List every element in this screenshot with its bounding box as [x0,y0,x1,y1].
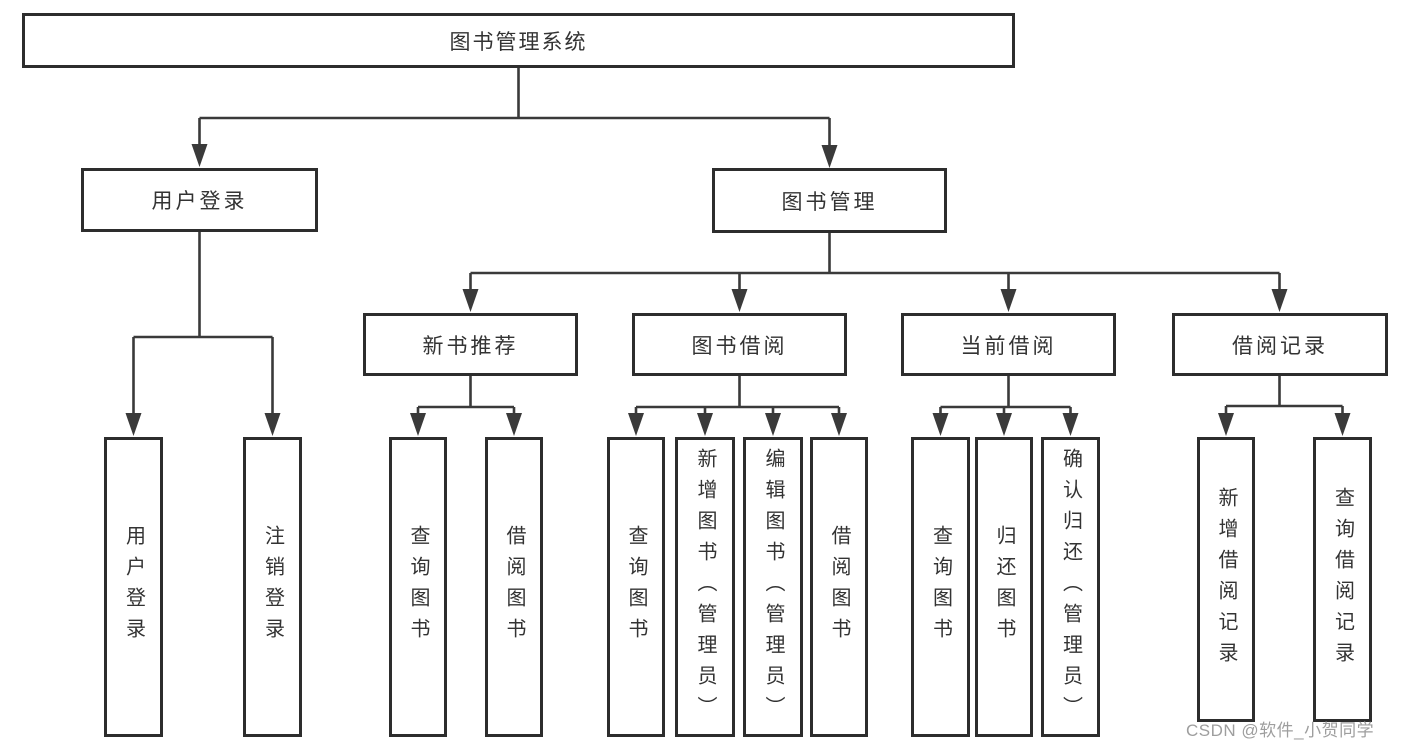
leaf-current-return-books: 归还图书 [975,437,1033,737]
leaf-label: 借阅图书 [828,525,850,649]
leaf-records-add-record: 新增借阅记录 [1197,437,1255,722]
leaf-label: 查询借阅记录 [1331,486,1354,673]
node-current-borrowing: 当前借阅 [901,313,1116,376]
node-book-management: 图书管理 [712,168,947,233]
leaf-logout: 注销登录 [243,437,302,737]
node-new-book-recommendation: 新书推荐 [363,313,578,376]
watermark: CSDN @软件_小贺同学 [1186,721,1375,740]
node-borrowing-records: 借阅记录 [1172,313,1388,376]
leaf-rec-query-books: 查询图书 [389,437,447,737]
leaf-current-query-books: 查询图书 [911,437,970,737]
leaf-label: 查询图书 [625,525,647,649]
leaf-label: 归还图书 [993,525,1015,649]
leaf-label: 新增借阅记录 [1215,486,1237,673]
node-library-management-system: 图书管理系统 [22,13,1015,68]
leaf-borrow-borrow-books: 借阅图书 [810,437,868,737]
leaf-label: 编辑图书（管理员） [762,447,784,727]
leaf-rec-borrow-books: 借阅图书 [485,437,543,737]
leaf-label: 用户登录 [122,525,145,649]
leaf-label: 确认归还（管理员） [1059,447,1082,727]
node-user-login: 用户登录 [81,168,318,232]
leaf-borrow-query-books: 查询图书 [607,437,665,737]
leaf-user-login: 用户登录 [104,437,163,737]
leaf-label: 注销登录 [261,525,284,649]
leaf-records-query-record: 查询借阅记录 [1313,437,1372,722]
leaf-borrow-add-books-admin: 新增图书（管理员） [675,437,735,737]
leaf-label: 查询图书 [407,525,429,649]
leaf-current-confirm-return-admin: 确认归还（管理员） [1041,437,1100,737]
leaf-label: 借阅图书 [503,525,525,649]
leaf-borrow-edit-books-admin: 编辑图书（管理员） [743,437,803,737]
node-book-borrowing: 图书借阅 [632,313,847,376]
leaf-label: 查询图书 [929,525,952,649]
leaf-label: 新增图书（管理员） [694,447,716,727]
